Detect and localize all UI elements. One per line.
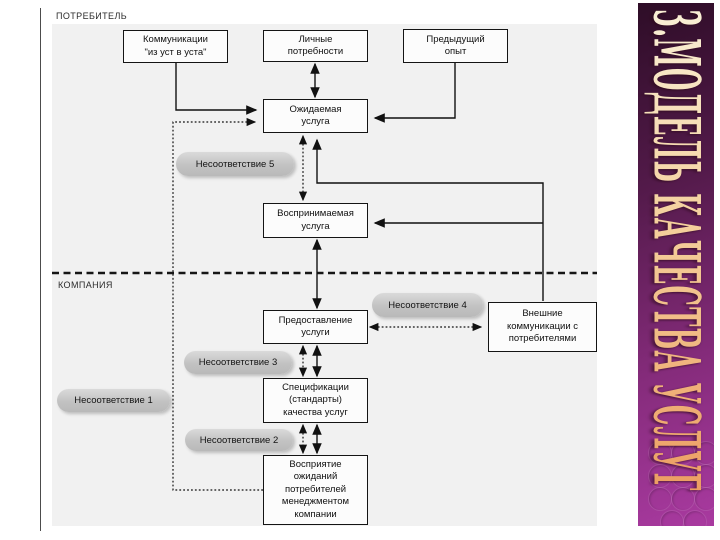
- zone-label-company: КОМПАНИЯ: [58, 280, 113, 290]
- zone-label-consumer: ПОТРЕБИТЕЛЬ: [56, 11, 128, 21]
- box-expected-service: Ожидаемая услуга: [263, 99, 368, 133]
- decorative-bubble: [660, 510, 684, 526]
- slide-left-rule: [40, 8, 41, 531]
- box-perceived-service: Воспринимаемая услуга: [263, 203, 368, 238]
- decorative-bubble: [694, 487, 714, 511]
- gap-4-label: Несоответствие 4: [372, 293, 483, 317]
- gap-1-label: Несоответствие 1: [57, 389, 170, 412]
- box-word-of-mouth: Коммуникации "из уст в уста": [123, 30, 228, 63]
- gap-3-label: Несоответствие 3: [184, 351, 292, 374]
- slide-title: 3.МОДЕЛЬ КАЧЕСТВА УСЛУГ: [637, 9, 711, 492]
- decorative-bubble: [683, 510, 707, 526]
- box-service-specifications: Спецификации (стандарты) качества услуг: [263, 378, 368, 423]
- box-personal-needs: Личные потребности: [263, 30, 368, 62]
- box-past-experience: Предыдущий опыт: [403, 29, 508, 63]
- box-external-communications: Внешние коммуникации с потребителями: [488, 302, 597, 352]
- title-panel: [638, 3, 714, 526]
- box-service-delivery: Предоставление услуги: [263, 310, 368, 344]
- gap-2-label: Несоответствие 2: [185, 429, 293, 451]
- gap-5-label: Несоответствие 5: [176, 152, 294, 176]
- box-management-perception: Восприятие ожиданий потребителей менеджм…: [263, 455, 368, 525]
